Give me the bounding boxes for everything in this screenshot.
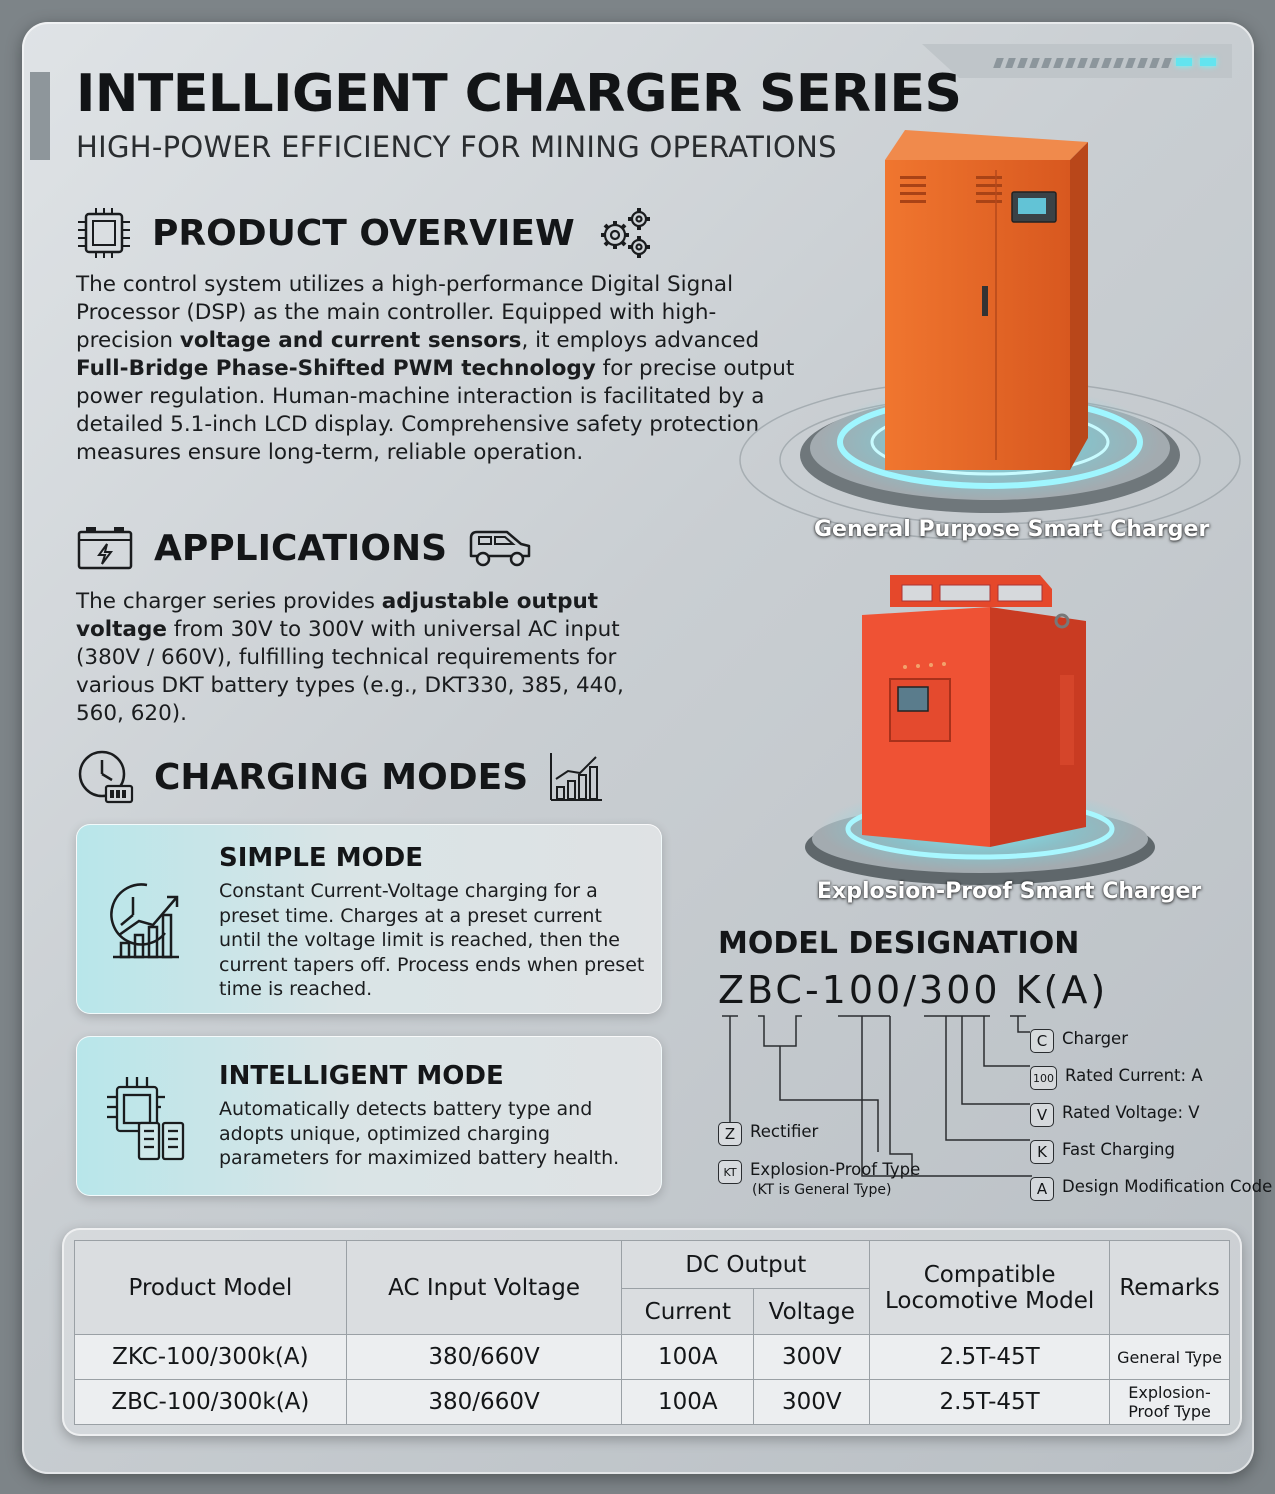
header-voltage: Voltage	[753, 1288, 871, 1335]
vehicle-icon	[469, 530, 531, 567]
model-key-fast-charging: K Fast Charging	[1030, 1140, 1175, 1164]
overview-paragraph: The control system utilizes a high-perfo…	[76, 272, 795, 465]
table-row: ZKC-100/300k(A) 380/660V 100A 300V 2.5T-…	[74, 1334, 1230, 1380]
spec-table-panel: Product Model AC Input Voltage DC Output…	[62, 1228, 1242, 1436]
cell-locomotive: 2.5T-45T	[869, 1334, 1111, 1380]
cell-model: ZBC-100/300k(A)	[74, 1379, 347, 1425]
model-key-current: 100 Rated Current: A	[1030, 1066, 1203, 1090]
model-code: ZBC-100/300 K(A)	[718, 968, 1109, 1012]
applications-heading: APPLICATIONS	[76, 524, 533, 572]
cell-model: ZKC-100/300k(A)	[74, 1334, 347, 1380]
header-remarks: Remarks	[1109, 1240, 1230, 1335]
table-row: ZBC-100/300k(A) 380/660V 100A 300V 2.5T-…	[74, 1379, 1230, 1425]
gears-icon	[600, 208, 650, 258]
header-ac-input: AC Input Voltage	[345, 1240, 623, 1335]
key-box: V	[1030, 1103, 1054, 1127]
model-designation-heading: MODEL DESIGNATION	[718, 926, 1080, 961]
model-key-charger: C Charger	[1030, 1029, 1128, 1053]
header-dc-output: DC Output	[621, 1240, 871, 1289]
simple-mode-text: Constant Current-Voltage charging for a …	[219, 880, 645, 1000]
header-current: Current	[621, 1288, 755, 1335]
clock-battery-icon	[78, 750, 134, 804]
clock-growth-icon	[110, 883, 179, 959]
key-box: A	[1030, 1177, 1054, 1201]
key-label: Rated Voltage: V	[1062, 1103, 1200, 1122]
model-key-voltage: V Rated Voltage: V	[1030, 1103, 1200, 1127]
cell-remarks: General Type	[1109, 1334, 1230, 1380]
applications-bold-voltage: adjustable output voltage	[76, 589, 599, 642]
key-label: Rectifier	[750, 1122, 819, 1141]
cell-locomotive: 2.5T-45T	[869, 1379, 1111, 1425]
model-key-design-code: A Design Modification Code	[1030, 1177, 1272, 1201]
general-charger-illustration	[739, 130, 1241, 540]
cell-ac: 380/660V	[345, 1334, 623, 1380]
cell-remarks: Explosion-Proof Type	[1109, 1379, 1230, 1425]
key-box: C	[1030, 1029, 1054, 1053]
general-charger-label: General Purpose Smart Charger	[814, 517, 1210, 542]
key-box: K	[1030, 1140, 1054, 1164]
simple-mode-title: SIMPLE MODE	[219, 843, 424, 873]
intelligent-mode-title: INTELLIGENT MODE	[219, 1061, 504, 1091]
spec-table: Product Model AC Input Voltage DC Output…	[74, 1240, 1230, 1425]
title-accent-bar	[30, 72, 50, 160]
simple-mode-card: SIMPLE MODE Constant Current-Voltage cha…	[76, 824, 662, 1014]
model-key-rectifier: Z Rectifier	[718, 1122, 818, 1146]
battery-icon	[77, 527, 133, 570]
header-product-model: Product Model	[74, 1240, 347, 1335]
explosion-proof-charger-illustration	[805, 575, 1155, 885]
model-key-explosion-proof: KT Explosion-Proof Type (KT is General T…	[718, 1160, 920, 1200]
intelligent-mode-card: INTELLIGENT MODE Automatically detects b…	[76, 1036, 662, 1196]
chip-batteries-icon	[107, 1077, 185, 1161]
key-box: KT	[718, 1160, 742, 1184]
bar-chart-icon	[550, 753, 603, 801]
cell-current: 100A	[621, 1334, 755, 1380]
intelligent-mode-text: Automatically detects battery type and a…	[219, 1098, 620, 1169]
cell-voltage: 300V	[753, 1379, 871, 1425]
overview-bold-pwm: Full-Bridge Phase-Shifted PWM technology	[76, 356, 596, 381]
cell-voltage: 300V	[753, 1334, 871, 1380]
overview-heading-text: PRODUCT OVERVIEW	[152, 212, 575, 254]
page-subtitle: HIGH-POWER EFFICIENCY FOR MINING OPERATI…	[76, 130, 837, 164]
applications-heading-text: APPLICATIONS	[154, 527, 448, 569]
cell-ac: 380/660V	[345, 1379, 623, 1425]
key-label: Charger	[1062, 1029, 1128, 1048]
charging-modes-heading: CHARGING MODES	[76, 748, 604, 806]
key-label: Fast Charging	[1062, 1140, 1175, 1159]
model-designation-connector-lines	[722, 1015, 1032, 1177]
dash-decoration	[993, 58, 1172, 68]
key-label: Explosion-Proof Type	[750, 1160, 921, 1179]
key-label: Rated Current: A	[1065, 1066, 1203, 1085]
key-label: Design Modification Code	[1062, 1177, 1273, 1196]
chip-icon	[78, 208, 130, 258]
overview-heading: PRODUCT OVERVIEW	[76, 205, 655, 261]
charging-modes-heading-text: CHARGING MODES	[154, 756, 529, 798]
header-locomotive: Compatible Locomotive Model	[869, 1240, 1111, 1335]
cell-current: 100A	[621, 1379, 755, 1425]
key-box: Z	[718, 1122, 742, 1146]
key-note: (KT is General Type)	[752, 1182, 892, 1198]
page-title: INTELLIGENT CHARGER SERIES	[76, 64, 962, 124]
key-box: 100	[1030, 1066, 1057, 1090]
overview-bold-sensors: voltage and current sensors	[179, 328, 522, 353]
cyan-led-decoration	[1176, 58, 1216, 66]
explosion-proof-charger-label: Explosion-Proof Smart Charger	[817, 879, 1202, 904]
applications-paragraph: The charger series provides adjustable o…	[76, 589, 624, 726]
